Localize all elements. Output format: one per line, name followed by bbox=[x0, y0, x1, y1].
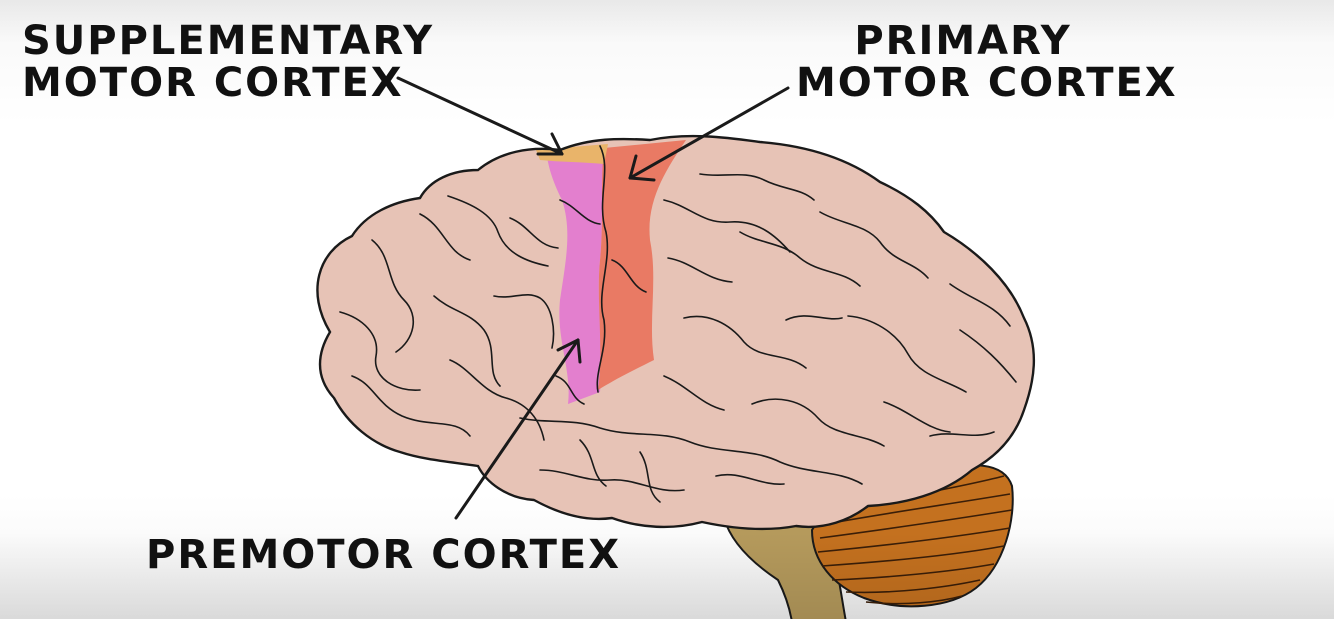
supplementary-motor-cortex-label-line1: SUPPLEMENTARY bbox=[22, 20, 388, 62]
supplementary-motor-cortex-label-line2: MOTOR CORTEX bbox=[22, 62, 388, 104]
primary-motor-cortex-label: PRIMARY MOTOR CORTEX bbox=[796, 20, 1130, 104]
premotor-cortex-label-line1: PREMOTOR CORTEX bbox=[146, 534, 621, 576]
premotor-cortex-label: PREMOTOR CORTEX bbox=[146, 534, 621, 576]
supplementary-motor-cortex-arrow bbox=[398, 78, 562, 154]
primary-motor-cortex-label-line1: PRIMARY bbox=[796, 20, 1130, 62]
cerebral-cortex bbox=[317, 136, 1033, 529]
supplementary-motor-cortex-label: SUPPLEMENTARY MOTOR CORTEX bbox=[22, 20, 388, 104]
primary-motor-cortex-label-line2: MOTOR CORTEX bbox=[796, 62, 1130, 104]
